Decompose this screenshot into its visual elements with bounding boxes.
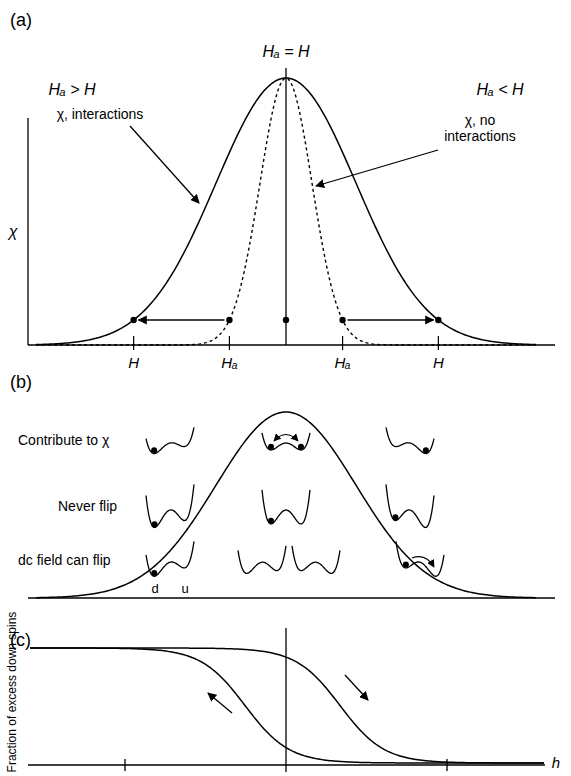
field-dot <box>283 317 289 323</box>
condition-label: Hₐ < H <box>476 81 523 99</box>
spin-ball <box>268 444 274 450</box>
double-well-potential <box>386 427 434 453</box>
chi-curve-interactions <box>36 78 536 345</box>
leader-arrow <box>316 150 438 186</box>
spin-ball <box>151 447 157 453</box>
double-well-potential <box>262 490 310 524</box>
row-label: Contribute to χ <box>18 432 109 448</box>
tick <box>124 759 125 771</box>
panel-letter: (b) <box>10 372 32 393</box>
center-line <box>285 628 286 772</box>
row-label: Never flip <box>58 498 117 514</box>
tick <box>446 759 447 771</box>
double-well-potential <box>146 484 194 527</box>
leader-arrow <box>130 126 199 203</box>
double-well-potential <box>262 433 310 450</box>
spin-ball <box>298 444 304 450</box>
spin-ball <box>403 562 409 568</box>
row-label: dc field can flip <box>18 552 111 568</box>
double-well-potential <box>386 484 434 527</box>
field-label: Hₐ <box>334 354 350 371</box>
tick <box>229 336 230 350</box>
chi-curve-no-interactions <box>36 78 536 345</box>
hop-arrow <box>274 435 298 442</box>
baseline <box>28 597 555 598</box>
double-well-potential <box>238 546 286 573</box>
shift-arrow <box>139 319 225 320</box>
spin-ball <box>151 570 157 576</box>
field-dot <box>130 317 136 323</box>
spin-ball <box>423 447 429 453</box>
y-axis <box>27 118 28 345</box>
double-well-potential <box>146 427 194 453</box>
field-label: H <box>128 354 139 371</box>
axis-label: χ <box>9 223 18 241</box>
hysteresis-branch <box>30 648 544 763</box>
field-label: H <box>433 354 444 371</box>
well-label: d <box>151 582 158 597</box>
hysteresis-branch <box>30 648 544 763</box>
spin-ball <box>268 518 274 524</box>
spin-ball <box>152 521 158 527</box>
field-dot <box>339 317 345 323</box>
field-dot <box>226 317 232 323</box>
axis-label: Fraction of excess down spins <box>6 611 20 772</box>
axis-label: h <box>552 755 560 772</box>
direction-arrow <box>208 693 232 713</box>
direction-arrow <box>345 675 368 700</box>
double-well-potential <box>292 546 340 573</box>
well-label: u <box>181 582 188 597</box>
center-line <box>285 68 286 345</box>
tick <box>133 336 134 350</box>
flip-arrow <box>412 557 434 567</box>
spin-ball <box>392 514 398 520</box>
panel-letter: (a) <box>10 10 32 31</box>
curve-label: χ, no interactions <box>430 112 530 144</box>
shift-arrow <box>348 319 434 320</box>
field-dot <box>435 317 441 323</box>
double-well-potential <box>146 541 194 576</box>
distribution-curve <box>36 412 536 598</box>
condition-label: Hₐ = H <box>262 43 309 61</box>
condition-label: Hₐ > H <box>48 81 95 99</box>
field-label: Hₐ <box>221 354 237 371</box>
curve-label: χ, interactions <box>57 106 144 122</box>
tick <box>342 336 343 350</box>
double-well-potential <box>396 541 444 576</box>
tick <box>438 336 439 350</box>
